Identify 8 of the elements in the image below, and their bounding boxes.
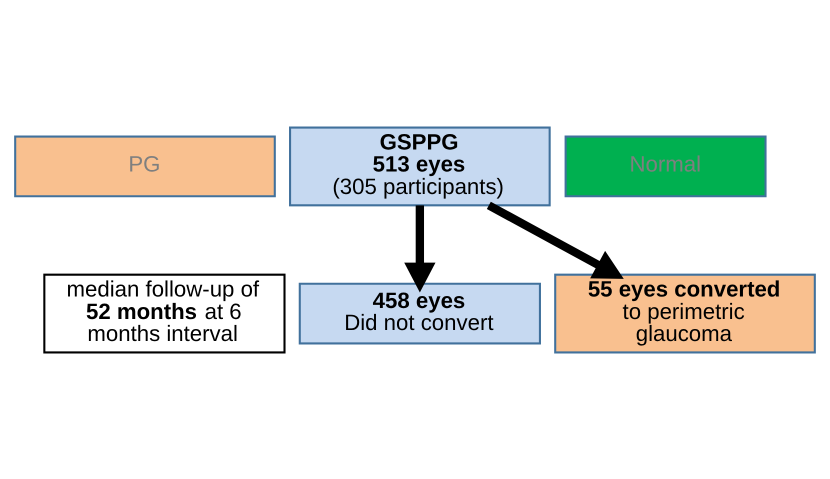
node-box: Normal xyxy=(564,135,767,197)
node-box: PG xyxy=(14,135,276,197)
node-box: GSPPG 513 eyes (305 participants) xyxy=(289,126,551,206)
arrow xyxy=(404,204,436,292)
node-box: 55 eyes converted to perimetric glaucoma xyxy=(554,273,816,353)
node-box: 458 eyes Did not convert xyxy=(298,282,541,344)
arrow xyxy=(486,201,624,278)
node-box: median follow-up of 52 months at 6 months interval xyxy=(43,273,286,353)
